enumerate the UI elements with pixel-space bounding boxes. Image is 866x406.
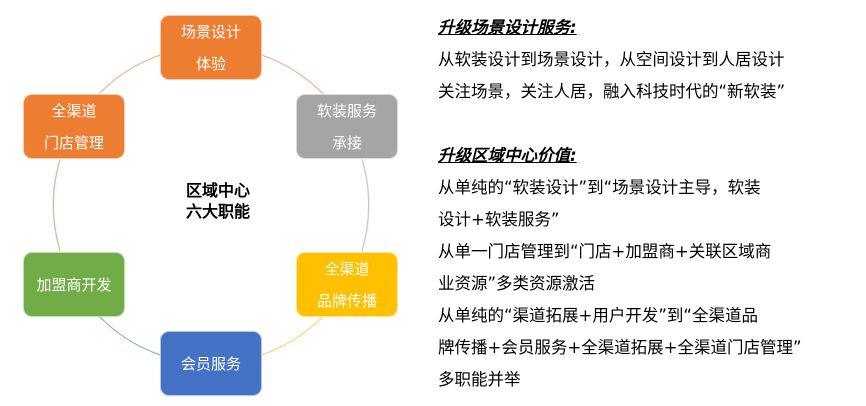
node-label: 品牌传播 — [316, 291, 377, 310]
node-label: 场景设计 — [180, 22, 241, 41]
node-label: 体验 — [195, 54, 226, 73]
description-text: 升级场景设计服务: 从软装设计到场景设计，从空间设计到人居设计 关注场景，关注人… — [438, 12, 802, 396]
node-label: 门店管理 — [43, 133, 104, 152]
paragraph-line: 从软装设计到场景设计，从空间设计到人居设计 — [438, 50, 785, 69]
center-line: 六大职能 — [185, 202, 250, 221]
paragraph-line: 牌传播+会员服务+全渠道拓展+全渠道门店管理” — [438, 338, 802, 357]
node-label: 软装服务 — [316, 101, 377, 120]
node-label: 全渠道 — [51, 101, 97, 120]
node-label: 承接 — [331, 133, 362, 152]
node-store-management: 全渠道 门店管理 — [23, 94, 125, 159]
paragraph-line: 从单纯的“软装设计”到“场景设计主导，软装 — [438, 178, 761, 197]
center-title: 区域中心 六大职能 — [168, 180, 268, 222]
heading-scene-design: 升级场景设计服务: — [438, 18, 577, 37]
center-line: 区域中心 — [185, 181, 250, 200]
node-label: 会员服务 — [180, 354, 241, 373]
paragraph-line: 设计+软装服务” — [438, 210, 560, 229]
node-brand-communication: 全渠道 品牌传播 — [296, 252, 398, 317]
node-scene-design: 场景设计 体验 — [160, 15, 262, 80]
node-soft-decor-service: 软装服务 承接 — [296, 94, 398, 159]
node-member-service: 会员服务 — [160, 331, 262, 396]
paragraph-line: 从单纯的“渠道拓展+用户开发”到“全渠道品 — [438, 306, 758, 325]
paragraph-line: 多职能并举 — [438, 370, 521, 389]
node-label: 加盟商开发 — [36, 275, 112, 294]
heading-regional-value: 升级区域中心价值: — [438, 146, 577, 165]
paragraph-line: 关注场景，关注人居，融入科技时代的“新软装” — [438, 82, 786, 101]
paragraph-line: 从单一门店管理到“门店+加盟商+关联区域商 — [438, 242, 772, 261]
paragraph-line: 业资源”多类资源激活 — [438, 274, 596, 293]
node-label: 全渠道 — [324, 259, 370, 278]
node-franchise-development: 加盟商开发 — [23, 252, 125, 317]
